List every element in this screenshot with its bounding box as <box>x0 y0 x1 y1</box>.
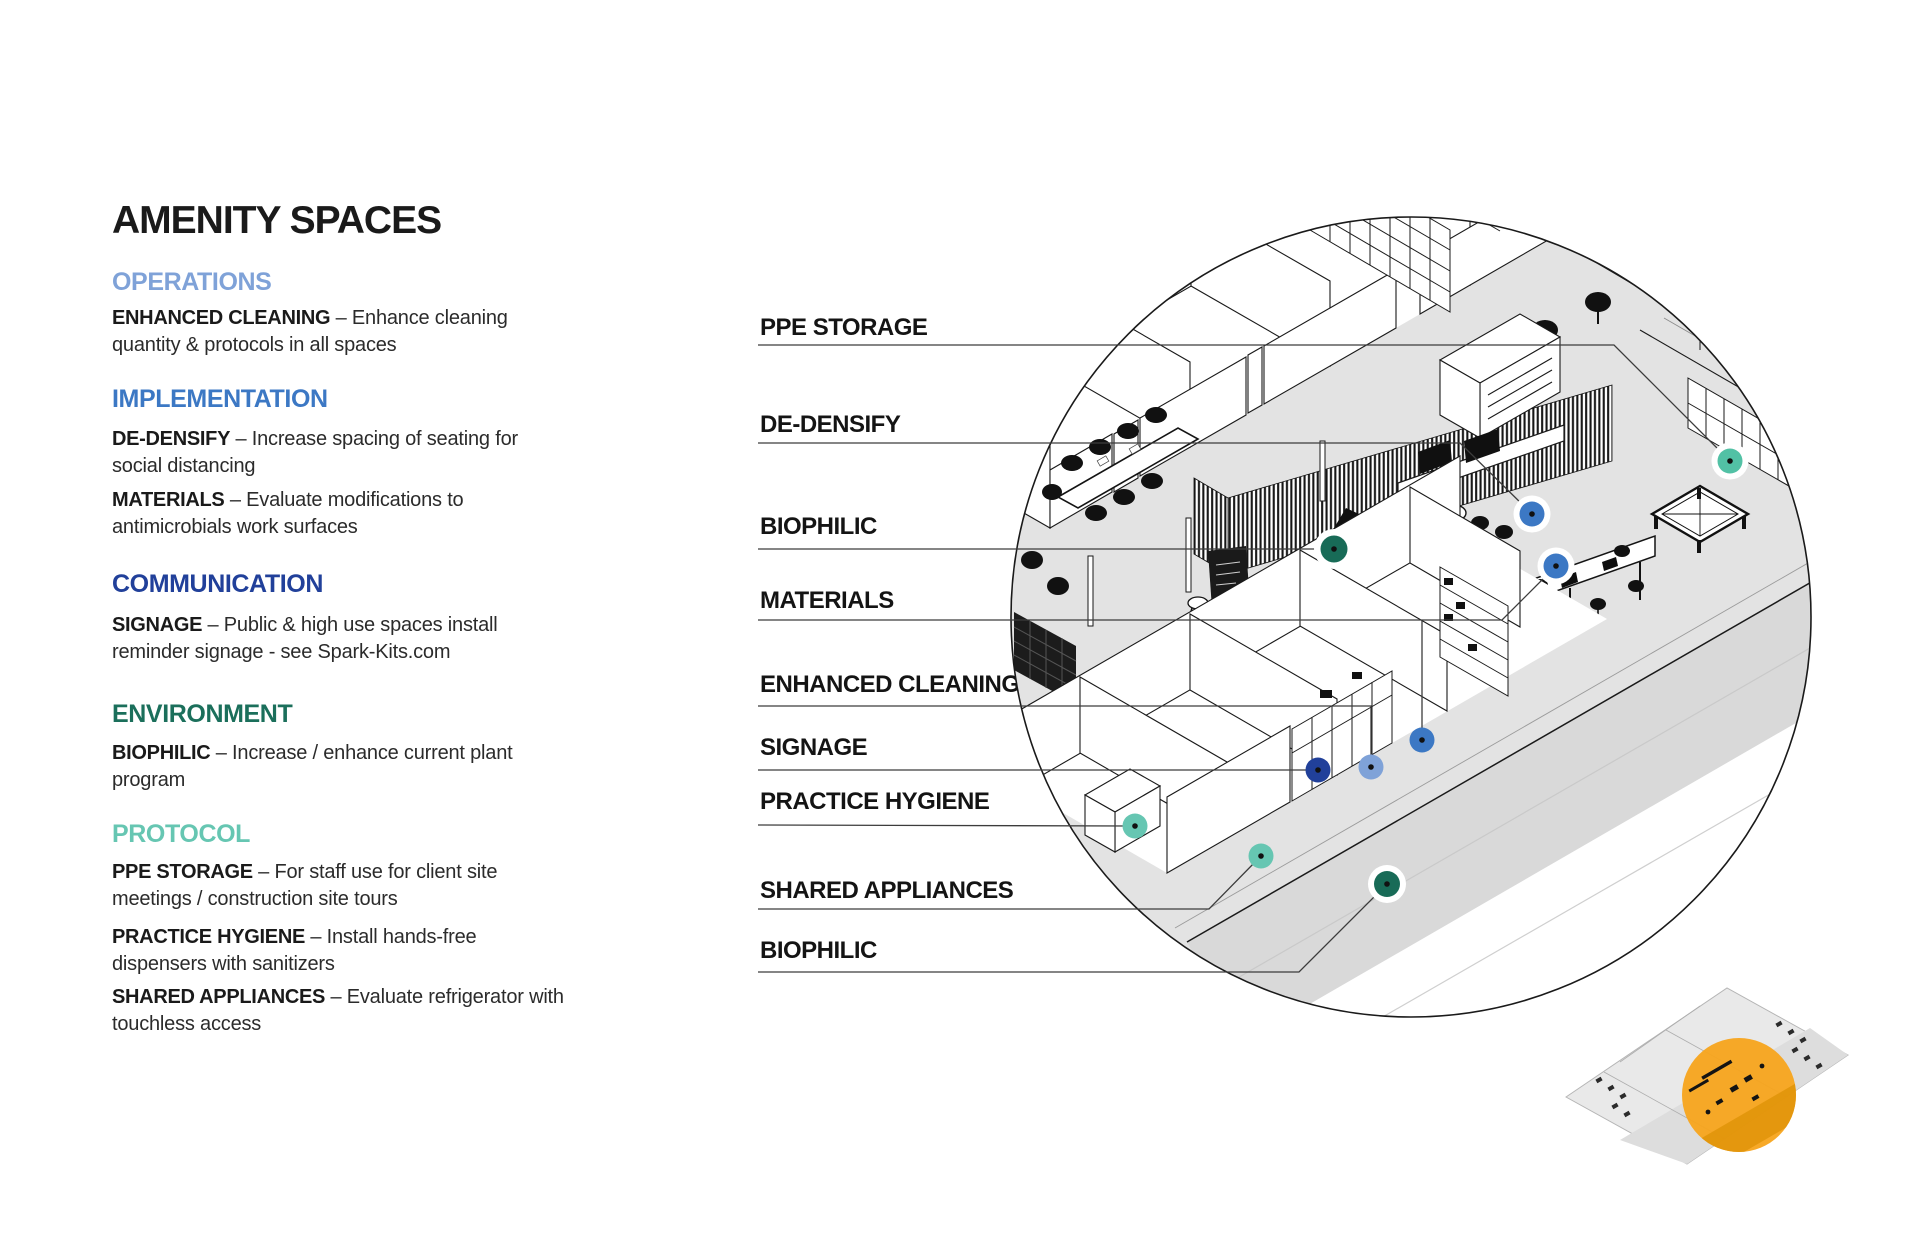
item-term: BIOPHILIC <box>112 742 211 764</box>
section-heading-environment: ENVIRONMENT <box>112 700 293 728</box>
item-term: ENHANCED CLEANING <box>112 307 331 329</box>
page-title: AMENITY SPACES <box>112 199 442 242</box>
callout-leader-lines <box>757 344 1728 973</box>
item-description: – Install hands-free dispensers with san… <box>112 926 477 975</box>
materials-dot-a <box>1537 547 1575 585</box>
leader-ppe-storage <box>758 344 1728 459</box>
item-description: – Evaluate refrigerator with touchless a… <box>112 986 564 1035</box>
item-term: MATERIALS <box>112 489 225 511</box>
item-biophilic: BIOPHILIC – Increase / enhance current p… <box>112 740 570 794</box>
item-term: SIGNAGE <box>112 614 203 636</box>
item-signage: SIGNAGE – Public & high use spaces insta… <box>112 612 570 666</box>
ppe-storage-dot <box>1711 442 1749 480</box>
key-plan-minimap <box>1565 987 1849 1165</box>
shared-appliances-dot <box>1248 843 1274 869</box>
section-heading-implementation: IMPLEMENTATION <box>112 385 328 413</box>
item-enhanced-cleaning: ENHANCED CLEANING – Enhance cleaning qua… <box>112 305 570 359</box>
minimap-desk-marks <box>1595 1020 1823 1118</box>
item-description: – For staff use for client site meetings… <box>112 861 498 910</box>
item-description: – Enhance cleaning quantity & protocols … <box>112 307 508 356</box>
leader-practice-hygiene <box>757 824 1132 827</box>
zoom-circle-outline <box>1010 216 1812 1018</box>
signage-dot <box>1305 757 1331 783</box>
callout-label-enhanced-cleaning: ENHANCED CLEANING <box>760 671 1020 698</box>
biophilic-upper-dot <box>1314 529 1354 569</box>
callout-label-biophilic-upper: BIOPHILIC <box>760 513 877 540</box>
storage-pod <box>1438 313 1562 439</box>
columns <box>1087 440 1326 627</box>
item-description: – Evaluate modifications to antimicrobia… <box>112 489 464 538</box>
item-de-densify: DE-DENSIFY – Increase spacing of seating… <box>112 426 570 480</box>
section-heading-communication: COMMUNICATION <box>112 570 323 598</box>
callout-label-biophilic-lower: BIOPHILIC <box>760 937 877 964</box>
item-ppe-storage: PPE STORAGE – For staff use for client s… <box>112 859 570 913</box>
leader-shared-appliances <box>758 858 1259 910</box>
callout-label-shared-appliances: SHARED APPLIANCES <box>760 877 1014 904</box>
building-edge-line <box>1186 553 1811 943</box>
materials-dot-b <box>1409 727 1435 753</box>
item-materials: MATERIALS – Evaluate modifications to an… <box>112 487 570 541</box>
callout-label-signage: SIGNAGE <box>760 734 868 761</box>
location-dots <box>1122 442 1749 903</box>
leader-materials <box>758 568 1554 737</box>
enhanced-cleaning-dot <box>1358 754 1384 780</box>
walkway-floor <box>1187 554 1811 1017</box>
item-shared-appliances: SHARED APPLIANCES – Evaluate refrigerato… <box>112 984 570 1038</box>
pool-table <box>1649 484 1751 553</box>
callout-label-materials: MATERIALS <box>760 587 894 614</box>
item-description: – Increase / enhance current plant progr… <box>112 742 513 791</box>
item-term: PRACTICE HYGIENE <box>112 926 306 948</box>
section-heading-protocol: PROTOCOL <box>112 820 251 848</box>
practice-hygiene-dot <box>1122 813 1148 839</box>
item-term: SHARED APPLIANCES <box>112 986 326 1008</box>
item-description: – Increase spacing of seating for social… <box>112 428 518 477</box>
biophilic-lower-dot <box>1368 865 1406 903</box>
locker-shelves <box>1439 566 1509 697</box>
callout-label-de-densify: DE-DENSIFY <box>760 411 901 438</box>
leader-biophilic-lower <box>758 886 1385 973</box>
item-practice-hygiene: PRACTICE HYGIENE – Install hands-free di… <box>112 924 570 978</box>
minimap-highlight-detail <box>1688 1059 1765 1115</box>
leader-enhanced-cleaning <box>758 705 1372 764</box>
callout-label-ppe-storage: PPE STORAGE <box>760 314 928 341</box>
callout-label-practice-hygiene: PRACTICE HYGIENE <box>760 788 990 815</box>
de-densify-dot <box>1513 495 1551 533</box>
section-heading-operations: OPERATIONS <box>112 268 272 296</box>
leader-de-densify <box>758 442 1530 512</box>
item-term: DE-DENSIFY <box>112 428 231 450</box>
conference-room-furniture <box>1021 407 1200 595</box>
item-term: PPE STORAGE <box>112 861 253 883</box>
item-description: – Public & high use spaces install remin… <box>112 614 498 663</box>
